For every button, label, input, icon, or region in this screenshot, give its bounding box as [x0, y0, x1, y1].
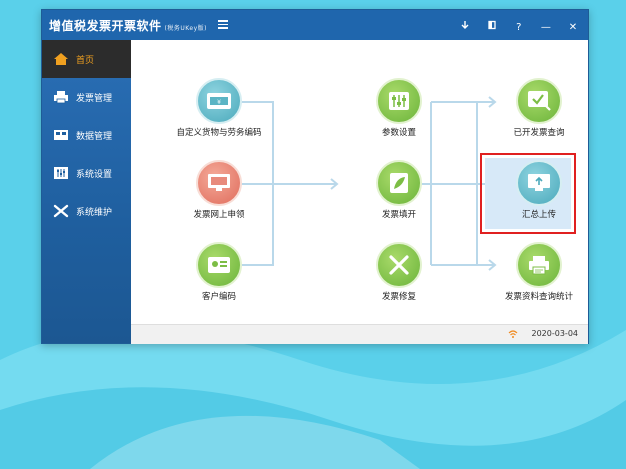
contact-card-icon	[196, 242, 242, 288]
minimize-icon[interactable]: —	[540, 22, 551, 33]
tile-invoice-data-statistics[interactable]: 发票资料查询统计	[489, 242, 589, 303]
upload-monitor-icon	[516, 160, 562, 206]
tile-label: 发票资料查询统计	[504, 292, 573, 302]
monitor-icon	[196, 160, 242, 206]
tile-invoice-repair[interactable]: 发票修复	[349, 242, 449, 303]
tile-customer-code[interactable]: 客户编码	[169, 242, 269, 303]
help-icon[interactable]: ?	[516, 22, 522, 33]
tile-invoice-fill[interactable]: 发票填开	[349, 160, 449, 221]
home-content: ¥ 自定义货物与劳务编码 发票网上申领 客户编码 参数设置	[131, 40, 588, 324]
tile-label: 客户编码	[201, 292, 236, 302]
database-icon	[52, 127, 70, 143]
sidebar-item-label: 数据管理	[76, 131, 113, 142]
sidebar-item-label: 发票管理	[76, 93, 113, 104]
app-window: 增值税发票开票软件(税务UKey版) ? — ✕ 首页 发票管理	[41, 9, 589, 344]
pin-icon[interactable]	[481, 19, 503, 37]
close-icon[interactable]: ✕	[568, 22, 578, 33]
flow-connector-lines	[219, 96, 497, 271]
tile-invoice-online-apply[interactable]: 发票网上申领	[169, 160, 269, 221]
tile-label: 发票填开	[381, 210, 416, 220]
app-title-suffix: (税务UKey版)	[164, 25, 207, 32]
sidebar-item-home[interactable]: 首页	[42, 40, 131, 78]
status-bar: 2020-03-04	[131, 324, 588, 344]
sidebar-item-system-settings[interactable]: 系统设置	[42, 154, 131, 192]
tile-parameter-settings[interactable]: 参数设置	[349, 78, 449, 139]
tile-label: 发票修复	[381, 292, 416, 302]
sidebar: 首页 发票管理 数据管理 系统设置 系统维护	[42, 40, 131, 343]
printer-stats-icon	[516, 242, 562, 288]
invoice-leaf-icon	[376, 160, 422, 206]
tile-label: 参数设置	[381, 128, 416, 138]
wrench-icon	[52, 203, 70, 219]
tile-custom-goods-code[interactable]: ¥ 自定义货物与劳务编码	[169, 78, 269, 139]
titlebar-buttons: ? — ✕	[454, 15, 584, 37]
sliders-icon	[52, 165, 70, 181]
tile-label: 汇总上传	[521, 210, 556, 220]
sidebar-item-data-management[interactable]: 数据管理	[42, 116, 131, 154]
sidebar-item-label: 系统设置	[76, 169, 113, 180]
network-icon	[508, 330, 518, 338]
money-card-icon: ¥	[196, 78, 242, 124]
svg-text:¥: ¥	[217, 99, 221, 106]
sidebar-item-system-maintenance[interactable]: 系统维护	[42, 192, 131, 230]
tile-issued-invoice-query[interactable]: 已开发票查询	[489, 78, 589, 139]
tile-label: 自定义货物与劳务编码	[176, 128, 262, 138]
status-date: 2020-03-04	[531, 329, 579, 338]
app-title-text: 增值税发票开票软件	[49, 19, 162, 33]
tile-label: 发票网上申领	[193, 210, 245, 220]
tile-summary-upload[interactable]: 汇总上传	[489, 160, 589, 221]
download-icon[interactable]	[454, 19, 476, 37]
sidebar-item-label: 系统维护	[76, 207, 113, 218]
invoice-printer-icon	[52, 89, 70, 105]
sidebar-item-label: 首页	[76, 55, 95, 66]
tools-icon	[376, 242, 422, 288]
tile-label: 已开发票查询	[513, 128, 565, 138]
sliders-icon	[376, 78, 422, 124]
app-title: 增值税发票开票软件(税务UKey版)	[49, 17, 207, 34]
check-search-icon	[516, 78, 562, 124]
title-bar: 增值税发票开票软件(税务UKey版) ? — ✕	[42, 10, 588, 40]
home-icon	[52, 51, 70, 67]
sidebar-item-invoice-management[interactable]: 发票管理	[42, 78, 131, 116]
menu-icon[interactable]	[218, 18, 228, 30]
